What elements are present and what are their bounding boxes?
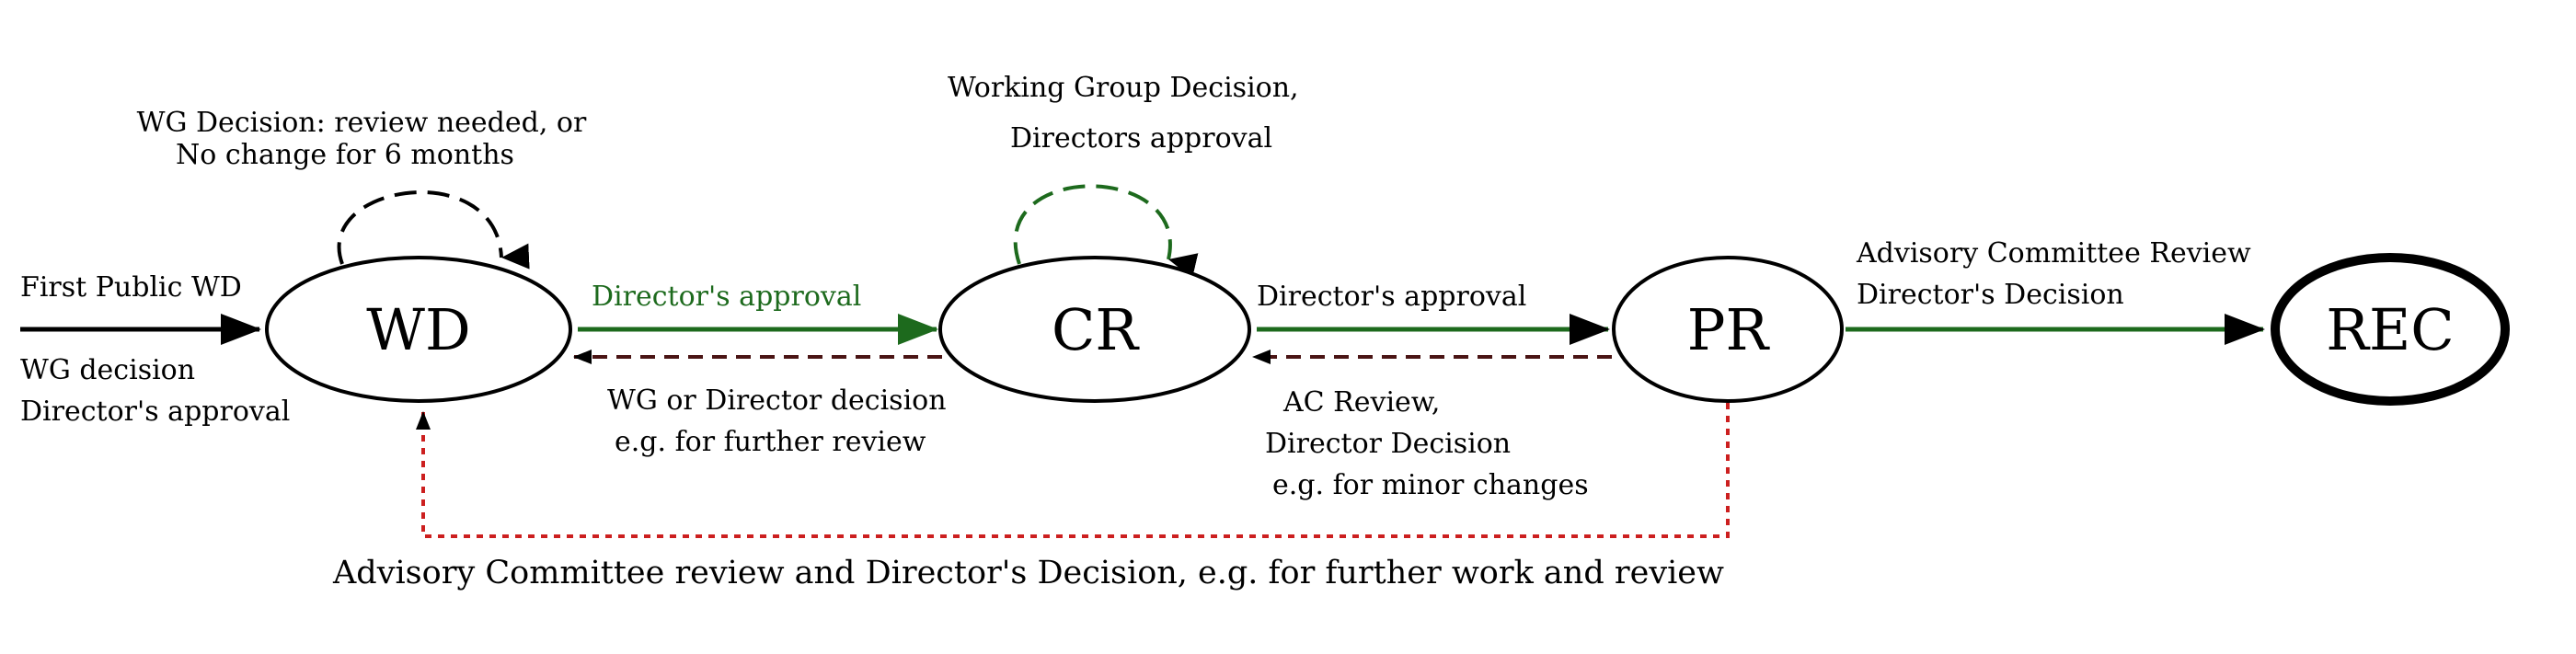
node-pr-label: PR — [1687, 296, 1771, 363]
entry-below-1: WG decision — [20, 354, 195, 386]
node-cr[interactable]: CR — [938, 256, 1251, 403]
pr-to-wd-label: Advisory Committee review and Director's… — [332, 555, 1724, 591]
cr-loop-label-1: Working Group Decision, — [948, 72, 1299, 104]
pr-to-cr-label-3: e.g. for minor changes — [1272, 469, 1589, 501]
wd-loop-label-2: No change for 6 months — [176, 139, 514, 171]
pr-to-rec-label-2: Director's Decision — [1857, 279, 2124, 311]
node-pr-shape — [1612, 256, 1844, 403]
pr-to-wd-arrow — [416, 403, 1730, 538]
node-rec-label: REC — [2326, 296, 2454, 363]
cr-loop-label-2: Directors approval — [1010, 122, 1272, 155]
cr-to-pr-label: Director's approval — [1257, 281, 1526, 313]
node-wd-label: WD — [366, 296, 470, 363]
cr-to-wd-label-2: e.g. for further review — [615, 426, 926, 458]
wd-self-loop — [337, 190, 530, 270]
node-rec[interactable]: REC — [2271, 253, 2510, 406]
node-cr-shape — [938, 256, 1251, 403]
wd-to-cr-label: Director's approval — [592, 281, 861, 313]
entry-below-2: Director's approval — [20, 396, 290, 428]
entry-label: First Public WD — [20, 271, 242, 304]
pr-to-cr-label-2: Director Decision — [1265, 428, 1511, 460]
node-wd[interactable]: WD — [265, 256, 572, 403]
node-pr[interactable]: PR — [1612, 256, 1844, 403]
node-rec-shape — [2271, 253, 2510, 406]
cr-to-wd-label-1: WG or Director decision — [607, 384, 947, 417]
cr-self-loop — [1013, 184, 1199, 279]
wd-loop-label-1: WG Decision: review needed, or — [137, 107, 587, 139]
pr-to-cr-label-1: AC Review, — [1282, 386, 1440, 419]
node-wd-shape — [265, 256, 572, 403]
node-cr-label: CR — [1052, 296, 1140, 363]
pr-to-rec-label-1: Advisory Committee Review — [1856, 237, 2251, 270]
